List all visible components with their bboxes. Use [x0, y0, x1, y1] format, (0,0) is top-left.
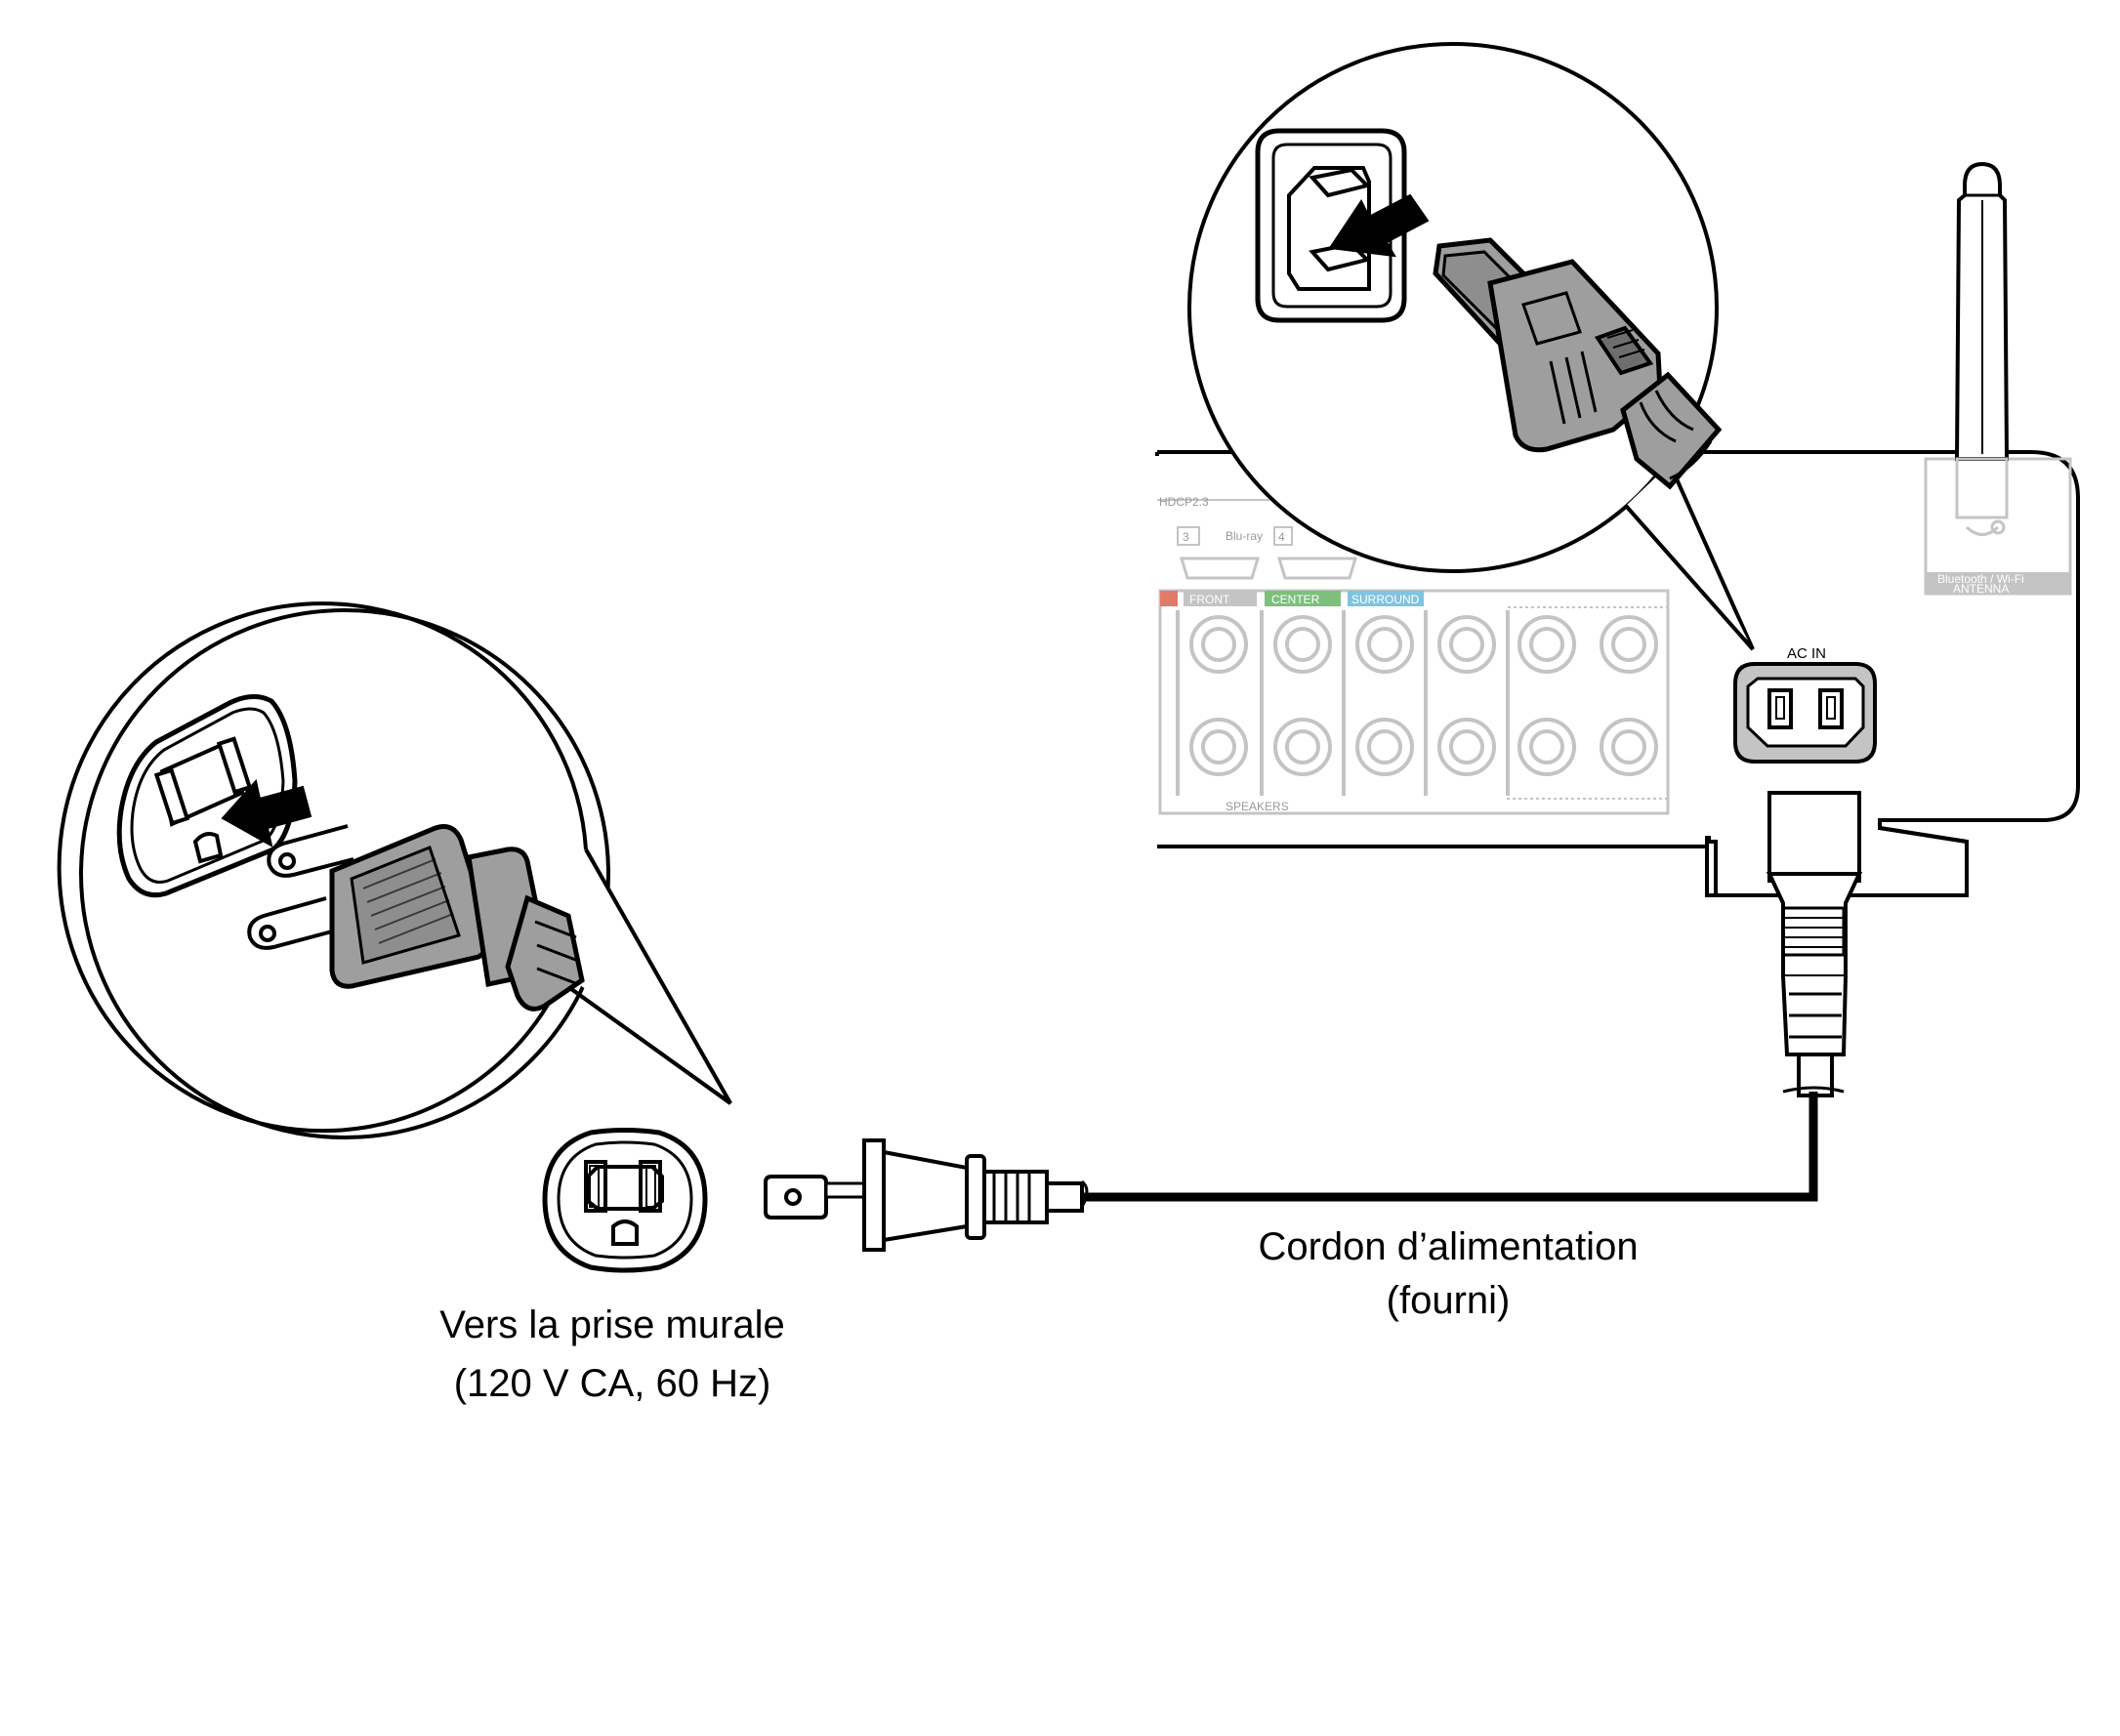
hdmi-port-3-label: 3	[1183, 530, 1189, 544]
antenna: Bluetooth / Wi-Fi ANTENNA	[1924, 161, 2072, 596]
front-tag	[1184, 591, 1257, 606]
bluray-label: Blu-ray	[1226, 529, 1263, 543]
faded-connector-area: HDCP2.3 3 Blu-ray 4 FRONT CENTER SURROUN…	[1157, 495, 1670, 815]
antenna-label-1: Bluetooth / Wi-Fi	[1937, 572, 2024, 586]
surround-tag	[1348, 591, 1424, 606]
power-cord-label-line1: Cordon d’alimentation	[1258, 1225, 1638, 1268]
wall-outlet-label-line1: Vers la prise murale	[439, 1303, 784, 1346]
zoom-wall-plug	[57, 601, 732, 1139]
receiver-rear-panel: HDCP2.3 3 Blu-ray 4 FRONT CENTER SURROUN…	[1155, 161, 2080, 1097]
wall-outlet-label-line2: (120 V CA, 60 Hz)	[454, 1362, 771, 1405]
iec-plug-inserted	[1766, 791, 1863, 1097]
hdmi-port-4-label: 4	[1278, 530, 1285, 544]
power-cord	[1082, 1092, 1818, 1202]
hdmi-port-3	[1179, 557, 1261, 580]
speakers-label: SPEAKERS	[1226, 800, 1289, 813]
us-plug	[764, 1138, 1089, 1252]
surround-label: SURROUND	[1351, 593, 1420, 606]
power-cord-label-line2: (fourni)	[1387, 1279, 1511, 1322]
front-label: FRONT	[1189, 593, 1230, 606]
zoom-ac-inlet	[1187, 42, 1755, 651]
center-tag	[1265, 591, 1341, 606]
wall-outlet	[542, 1128, 708, 1273]
plug-grip-texture	[362, 858, 454, 944]
antenna-label-2: ANTENNA	[1953, 582, 2009, 596]
hdmi-port-4	[1276, 557, 1358, 580]
front-r-tag	[1160, 591, 1178, 606]
speaker-terminals	[1176, 610, 1658, 796]
hdcp-label: HDCP2.3	[1159, 495, 1209, 509]
center-label: CENTER	[1271, 593, 1320, 606]
ac-in-inlet: AC IN	[1733, 645, 1877, 764]
ac-in-label: AC IN	[1787, 645, 1826, 662]
